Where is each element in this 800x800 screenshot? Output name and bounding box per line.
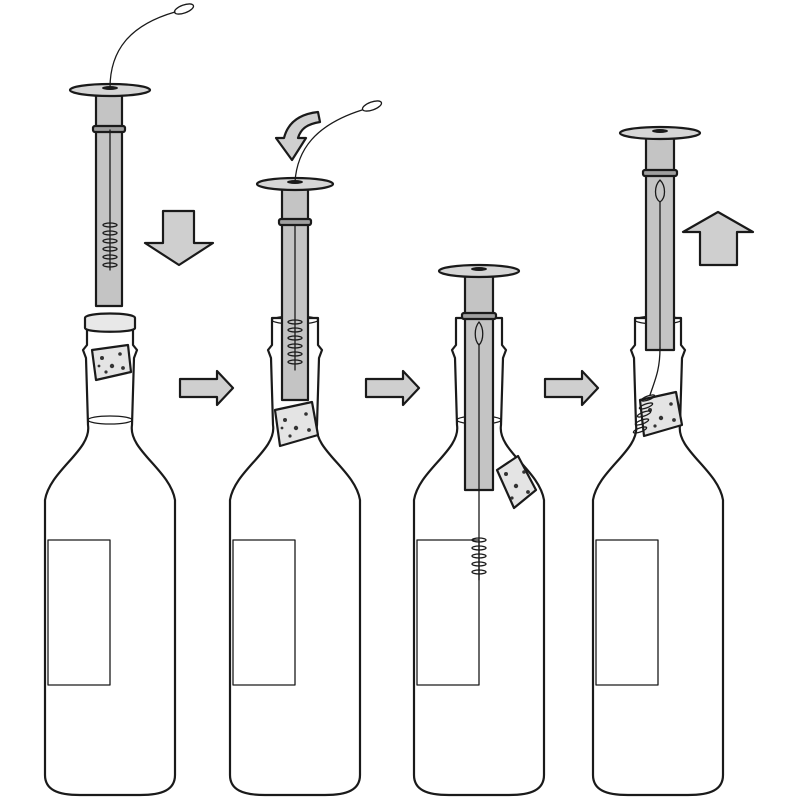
cork-piece xyxy=(495,454,538,510)
tool-2 xyxy=(255,100,383,402)
cork-piece xyxy=(90,343,133,382)
cork-top xyxy=(83,312,137,333)
bottle-label xyxy=(595,539,659,686)
bottle-2 xyxy=(228,315,362,797)
up-arrow-icon xyxy=(681,210,755,267)
tool-3 xyxy=(437,263,521,581)
tool-4 xyxy=(618,125,702,434)
bottle-4 xyxy=(591,315,725,797)
down-arrow-icon xyxy=(143,209,215,267)
right-arrow-icon xyxy=(178,369,235,407)
tool-1 xyxy=(68,3,195,308)
bottle-label xyxy=(416,539,480,686)
curved-down-arrow-icon xyxy=(274,110,322,162)
bottle-label xyxy=(47,539,111,686)
cork-piece xyxy=(273,400,320,448)
right-arrow-icon xyxy=(364,369,421,407)
right-arrow-icon xyxy=(543,369,600,407)
bottle-label xyxy=(232,539,296,686)
bottle-1 xyxy=(43,312,177,797)
